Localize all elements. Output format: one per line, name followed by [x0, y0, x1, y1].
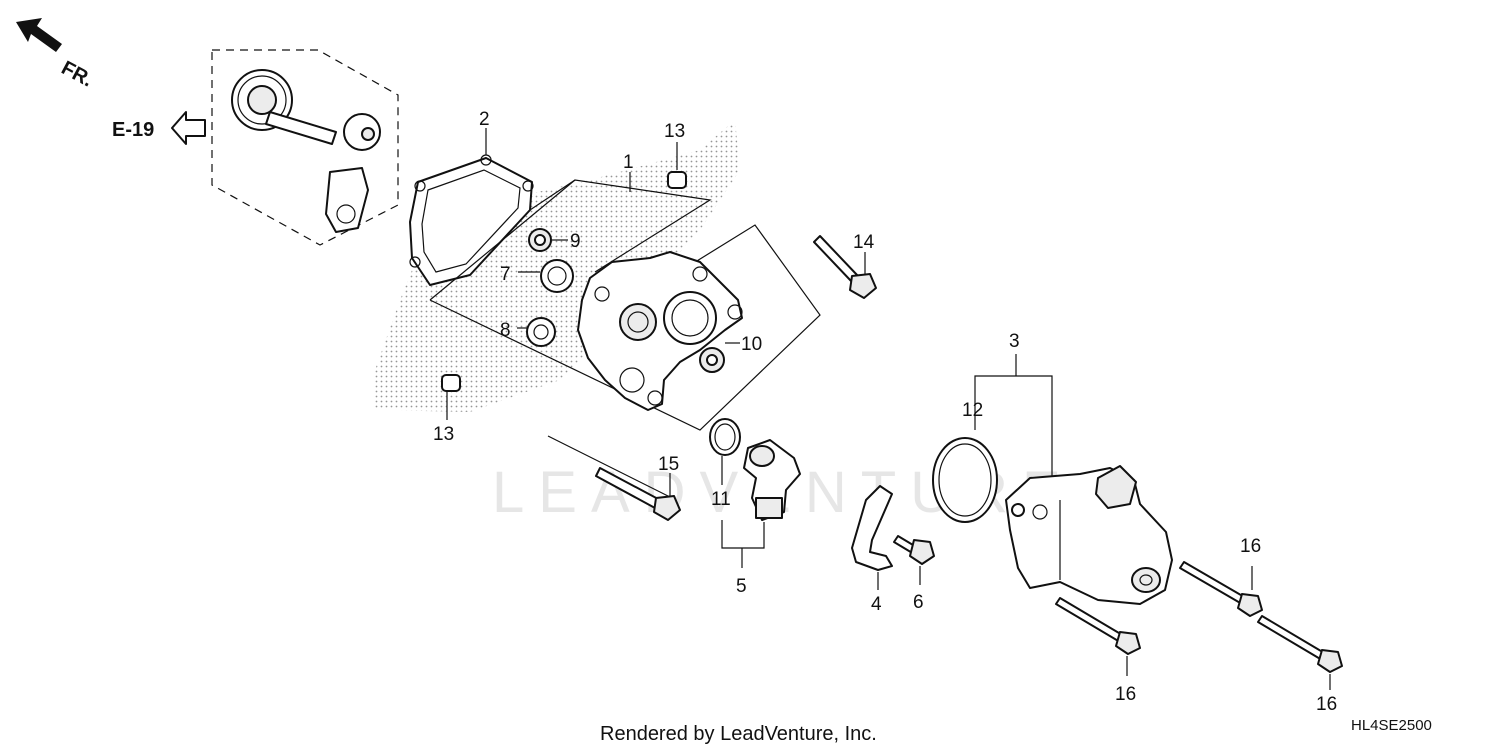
o-ring-icon	[932, 437, 998, 523]
part-15-bolt[interactable]: 15	[547, 435, 681, 521]
callout-8: 8	[500, 320, 511, 341]
callout-3: 3	[1009, 331, 1020, 352]
callout-15: 15	[658, 454, 679, 475]
bolt-icon	[1055, 597, 1125, 643]
part-14-bolt[interactable]: 14	[813, 232, 877, 299]
gasket-shape	[409, 157, 533, 286]
part-3-bracket: 3	[974, 331, 1053, 478]
bolt-icon	[1179, 561, 1247, 605]
credit-text: Rendered by LeadVenture, Inc.	[600, 723, 877, 745]
part-13-dowel-pin-top[interactable]: 13	[664, 121, 687, 189]
bearing-icon	[540, 259, 574, 293]
callout-10: 10	[741, 334, 762, 355]
part-8-bearing[interactable]: 8	[500, 317, 556, 347]
callout-13-top: 13	[664, 121, 685, 142]
callout-1: 1	[623, 152, 634, 173]
callout-2: 2	[479, 109, 490, 130]
hollow-arrow-left-icon	[171, 111, 206, 145]
callout-16-a: 16	[1240, 536, 1261, 557]
part-12-o-ring[interactable]: 12	[932, 400, 998, 523]
bearing-bore-icon	[619, 303, 657, 341]
part-5-bracket: 5	[721, 520, 765, 597]
reference-e19[interactable]: E-19	[112, 111, 206, 145]
part-13-dowel-pin-bottom[interactable]: 13	[433, 374, 461, 445]
callout-4: 4	[871, 594, 882, 615]
part-1-assembly-lines: 1	[429, 152, 821, 431]
motor-connector-icon	[1095, 465, 1137, 509]
dowel-pin-icon	[667, 171, 687, 189]
part-7-bearing[interactable]: 7	[500, 259, 574, 293]
callout-11: 11	[711, 489, 731, 510]
part-16-bolt-b[interactable]: 16	[1055, 597, 1141, 705]
front-direction-label: FR.	[58, 57, 97, 92]
front-direction-arrow[interactable]: FR.	[16, 18, 96, 92]
bearing-icon	[526, 317, 556, 347]
bolt-icon	[813, 235, 859, 283]
e19-parts-group	[211, 49, 399, 246]
part-16-bolt-a[interactable]: 16	[1179, 536, 1263, 617]
gear-case-housing[interactable]	[577, 251, 743, 411]
part-11-o-ring[interactable]: 11	[709, 418, 741, 510]
part-10-seal[interactable]: 10	[699, 334, 762, 373]
bolt-icon	[1257, 615, 1327, 661]
callout-16-c: 16	[1316, 694, 1337, 715]
diagram-code: HL4SE2500	[1351, 717, 1432, 734]
shift-arm-icon	[325, 167, 369, 233]
callout-6: 6	[913, 592, 924, 613]
callout-12: 12	[962, 400, 983, 421]
callout-5: 5	[736, 576, 747, 597]
part-4-bracket[interactable]: 4	[851, 485, 893, 615]
part-2-gasket[interactable]: 2	[409, 109, 534, 286]
reference-e19-label: E-19	[112, 119, 154, 141]
callout-7: 7	[500, 264, 511, 285]
part-6-bolt[interactable]: 6	[893, 535, 935, 613]
dowel-pin-icon	[441, 374, 461, 392]
callout-16-b: 16	[1115, 684, 1136, 705]
callout-9: 9	[570, 231, 581, 252]
callout-13-bottom: 13	[433, 424, 454, 445]
bracket-icon	[851, 485, 893, 571]
part-9-seal[interactable]: 9	[528, 228, 581, 252]
callout-14: 14	[853, 232, 875, 253]
shift-control-motor[interactable]	[1005, 465, 1173, 605]
angle-sensor[interactable]	[743, 439, 801, 521]
part-16-bolt-c[interactable]: 16	[1257, 615, 1343, 715]
